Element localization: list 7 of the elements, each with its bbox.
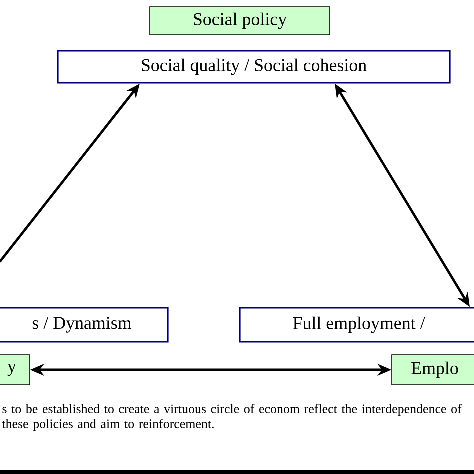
policy-box: Emplo [392,354,474,386]
goal-box: s / Dynamism [0,307,169,343]
note-text: s to be established to create a virtuous circle of econom reflect the interdependence of these policies and aim to reinforcement. [2,404,462,431]
policy-box: y [0,354,30,386]
goal-box: Social quality / Social cohesion [57,50,451,84]
goal-box: Full employment / [239,307,474,343]
policy-box: Social policy [150,6,330,36]
